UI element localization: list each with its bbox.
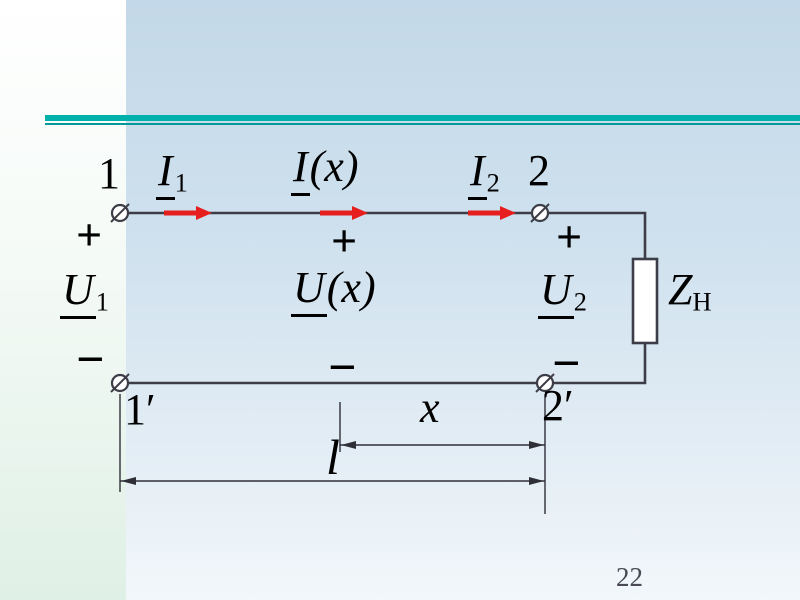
plus-sign-right: +: [556, 211, 583, 262]
terminal-2-icon: [530, 203, 550, 223]
top-wire: [120, 211, 647, 259]
current-arrow-i2: [468, 206, 516, 220]
label-load-impedance: ZH: [668, 265, 712, 317]
left-gradient-band: [0, 0, 126, 600]
terminal-2-prime-icon: [535, 373, 555, 393]
title-divider-rule: [45, 115, 800, 125]
current-arrow-ix: [320, 206, 368, 220]
label-current-i1: I1: [156, 146, 188, 200]
label-voltage-u2: U2: [538, 265, 587, 319]
bottom-wire: [120, 343, 647, 385]
page-number: 22: [616, 562, 643, 592]
current-arrow-i1: [164, 206, 212, 220]
label-dimension-x: x: [420, 383, 440, 432]
terminal-1-icon: [110, 203, 130, 223]
label-terminal-2: 2: [528, 146, 550, 195]
label-dimension-l: l: [326, 429, 340, 485]
divider-thin-line: [45, 123, 800, 125]
label-terminal-1-prime: 1′: [124, 385, 156, 434]
wires: [120, 211, 647, 385]
load-impedance-box: [631, 257, 659, 345]
label-terminal-2-prime: 2′: [542, 381, 574, 430]
label-voltage-ux: U(x): [291, 263, 376, 317]
plus-sign-left: +: [76, 209, 103, 260]
label-voltage-u1: U1: [60, 265, 109, 319]
label-current-i2: I2: [468, 146, 500, 200]
minus-sign-middle: −: [328, 339, 357, 395]
minus-sign-right: −: [552, 335, 581, 391]
plus-sign-middle: +: [331, 215, 358, 266]
label-current-ix: I(x): [291, 142, 359, 196]
current-arrows: [164, 206, 516, 220]
label-terminal-1: 1: [98, 149, 120, 198]
divider-thick-line: [45, 115, 800, 121]
dimension-arrowheads: [121, 441, 544, 485]
terminal-1-prime-icon: [110, 373, 130, 393]
minus-sign-left: −: [76, 331, 105, 387]
dimension-lines: [119, 394, 546, 514]
